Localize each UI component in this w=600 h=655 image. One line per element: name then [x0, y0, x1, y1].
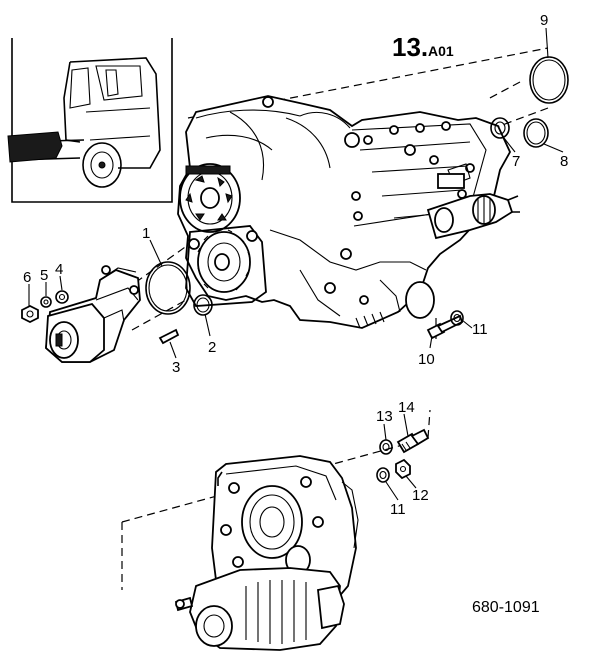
callout-10: 10	[418, 351, 435, 368]
callout-labels: 1 2 3 4 5 6 7 8 9 10 11 11 12 13 14	[23, 12, 568, 518]
washer-5	[40, 296, 52, 308]
callout-14: 14	[398, 399, 415, 416]
washer-4	[55, 290, 69, 304]
callout-1: 1	[142, 225, 150, 242]
o-ring-2	[193, 294, 213, 316]
pto-sprocket	[185, 225, 267, 307]
washer-13	[379, 439, 393, 455]
hydraulic-pump	[45, 265, 141, 363]
callout-12: 12	[412, 487, 429, 504]
bolt-10	[426, 314, 464, 340]
callout-11-lower: 11	[390, 501, 406, 518]
washer-11-lower	[376, 467, 390, 483]
shift-cylinder	[426, 163, 520, 240]
washer-11-upper	[450, 310, 464, 326]
o-ring-1	[145, 261, 191, 315]
callout-7: 7	[512, 153, 520, 170]
callout-2: 2	[208, 339, 216, 356]
callout-4: 4	[55, 261, 63, 278]
callout-8: 8	[560, 153, 568, 170]
nut-6	[21, 304, 39, 324]
diagram-title: 13.	[392, 32, 428, 62]
drive-gear	[179, 163, 241, 233]
transmission-main-housing	[177, 95, 512, 329]
callout-5: 5	[40, 267, 48, 284]
o-ring-9	[529, 56, 569, 104]
callout-9: 9	[540, 12, 548, 29]
callout-13: 13	[376, 408, 393, 425]
diagram-title-suffix: A01	[428, 43, 454, 59]
callout-3: 3	[172, 359, 180, 376]
leader-lines	[28, 27, 564, 501]
o-ring-8	[523, 118, 549, 148]
nut-12	[395, 458, 411, 480]
drawing-reference-number: 680-1091	[472, 599, 540, 616]
o-ring-7	[490, 117, 510, 139]
compressor	[174, 567, 345, 651]
callout-11-upper: 11	[472, 321, 488, 338]
callout-6: 6	[23, 269, 31, 286]
truck-locator-inset	[7, 38, 173, 203]
sensor-14	[396, 428, 430, 454]
dowel-pin-3	[158, 328, 180, 345]
